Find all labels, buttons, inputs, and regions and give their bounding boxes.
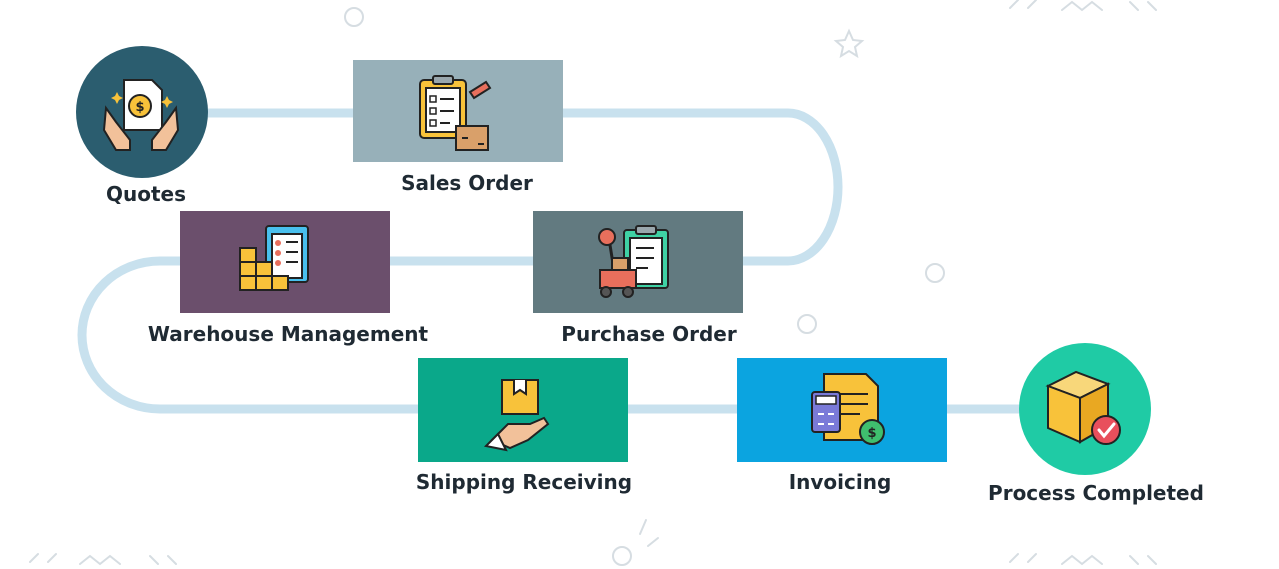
decor-zigzag (1009, 0, 1157, 12)
decor-strokes (639, 519, 659, 547)
box-checkmark-icon (1045, 370, 1121, 445)
decor-circle (925, 263, 945, 283)
label-quotes: Quotes (106, 182, 186, 206)
step-shipping-receiving (418, 358, 628, 462)
step-purchase-order (533, 211, 743, 313)
label-sales-order: Sales Order (401, 171, 533, 195)
label-warehouse-management: Warehouse Management (148, 322, 429, 346)
hand-holding-box-icon (483, 379, 550, 452)
hands-holding-dollar-document-icon: $ (102, 79, 180, 151)
step-invoicing: $ (737, 358, 947, 462)
decor-circle (797, 314, 817, 334)
process-track (77, 108, 1080, 414)
decor-circle (344, 7, 364, 27)
label-invoicing: Invoicing (789, 470, 892, 494)
invoice-calculator-dollar-icon: $ (811, 373, 885, 445)
decor-circle (612, 546, 632, 566)
decor-zigzag (1009, 553, 1157, 566)
svg-text:$: $ (867, 426, 876, 441)
label-shipping-receiving: Shipping Receiving (416, 470, 632, 494)
boxes-checklist-icon (239, 225, 309, 291)
svg-text:$: $ (135, 100, 144, 115)
step-process-completed (1019, 343, 1151, 475)
clipboard-checklist-pencil-icon (419, 75, 492, 151)
label-process-completed: Process Completed (988, 481, 1204, 505)
forklift-clipboard-icon (598, 225, 669, 298)
background-decorations (29, 0, 1157, 566)
step-sales-order (353, 60, 563, 162)
decor-zigzag (29, 553, 177, 566)
decor-star (833, 28, 865, 59)
label-purchase-order: Purchase Order (561, 322, 737, 346)
step-quotes: $ (76, 46, 208, 178)
step-warehouse-management (180, 211, 390, 313)
